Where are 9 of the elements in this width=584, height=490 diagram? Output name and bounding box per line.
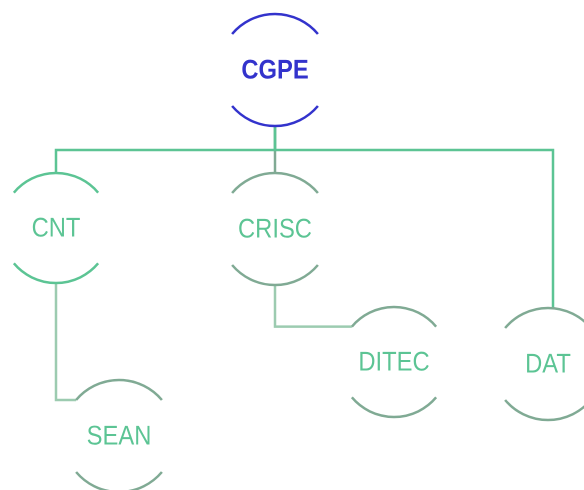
node-label: DAT (524, 348, 572, 380)
connector-line (274, 285, 352, 328)
node-label: CRISC (237, 214, 313, 244)
node-label: CNT (30, 212, 82, 244)
connector-line (274, 126, 554, 309)
node-label: DITEC (357, 346, 431, 378)
node-label: SEAN (86, 420, 152, 452)
node-label: CGPE (240, 54, 310, 86)
connector-line (54, 283, 76, 402)
